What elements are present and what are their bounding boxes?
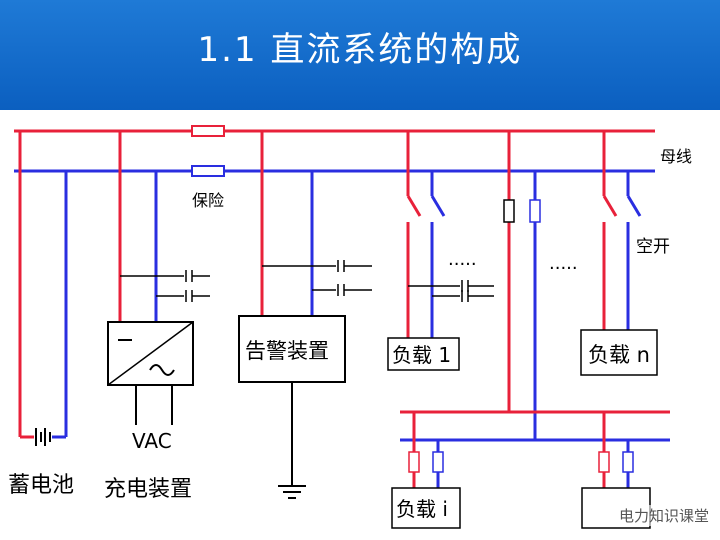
battery-label: 蓄电池 [8, 473, 74, 498]
fuse-feeder-positive [503, 199, 515, 223]
ground-icon [278, 485, 306, 499]
charger-box [107, 321, 194, 386]
load-1-box [387, 337, 460, 371]
dots-b: ····· [549, 258, 578, 279]
alarm-label: 告警装置 [245, 339, 329, 363]
load-n-box [580, 329, 658, 376]
capacitor-icon [185, 270, 210, 302]
capacitor-icon [337, 260, 372, 296]
bus-label: 母线 [660, 147, 692, 166]
fuse-feeder-negative [529, 199, 541, 223]
capacitor-icon [461, 280, 494, 302]
watermark: 电力知识课堂 [615, 505, 712, 526]
dots-a: ····· [448, 254, 477, 275]
page-title: 1.1 直流系统的构成 [197, 30, 523, 70]
load-n-label: 负载 n [588, 343, 650, 367]
load-i-label: 负载 i [396, 497, 448, 521]
fuse-negative [191, 165, 225, 177]
load-i-box [391, 487, 461, 529]
charger-label: 充电装置 [104, 477, 192, 502]
alarm-box [238, 315, 346, 383]
fuse-label: 保险 [192, 191, 224, 210]
dc-system-diagram: 母线 保险 蓄电池 VAC 充电装置 [8, 125, 692, 529]
title-banner: 1.1 直流系统的构成 [0, 0, 720, 110]
load-1-label: 负载 1 [392, 343, 451, 367]
vac-label: VAC [132, 429, 172, 453]
fuse-positive [191, 125, 225, 137]
battery-icon [35, 428, 51, 446]
breaker-label: 空开 [636, 237, 670, 257]
